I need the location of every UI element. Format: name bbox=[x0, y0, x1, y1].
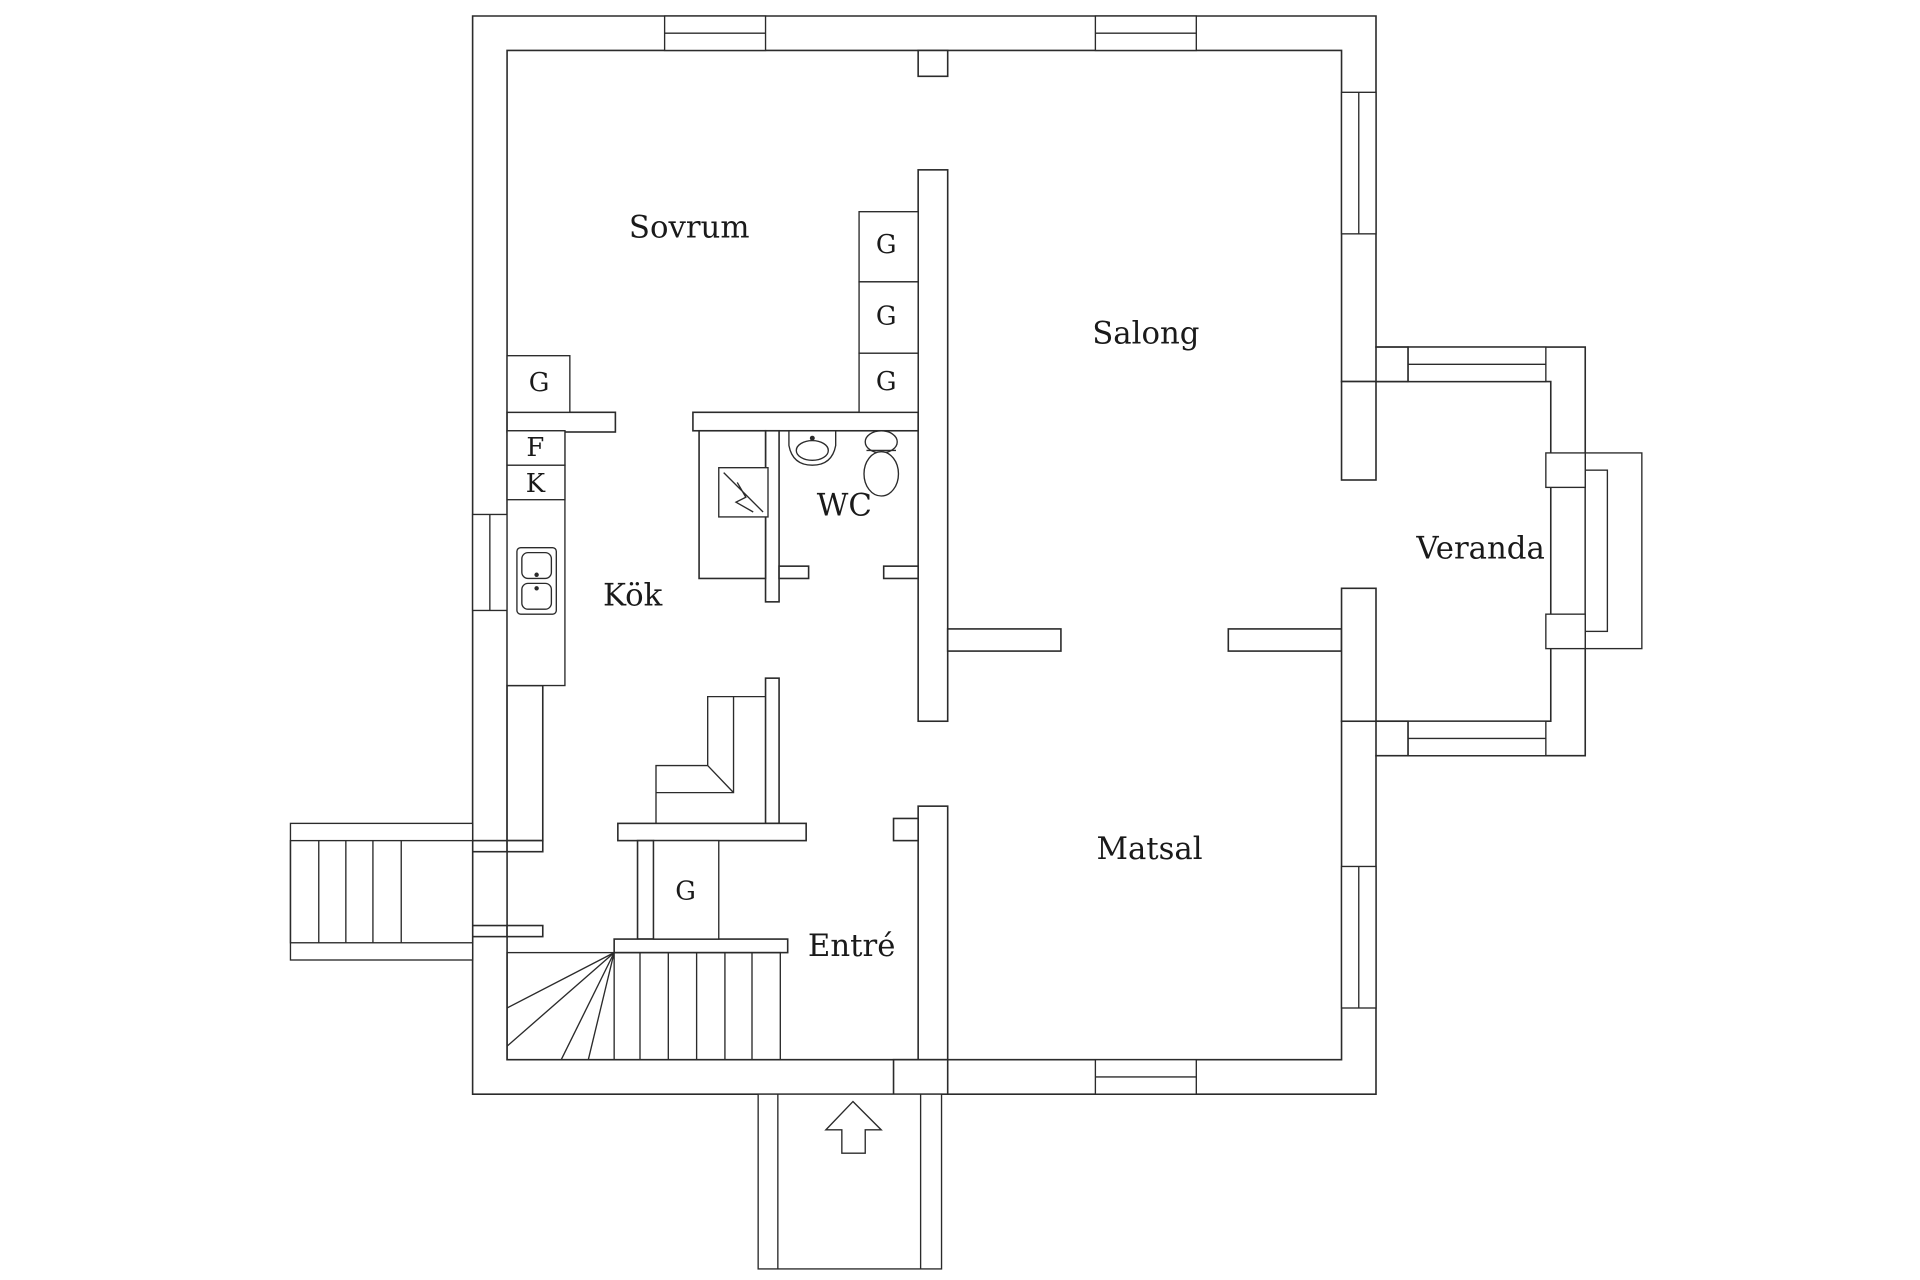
windows bbox=[471, 15, 1547, 1095]
heater-icon bbox=[718, 467, 769, 518]
washbasin-icon bbox=[788, 430, 837, 466]
veranda-bay-window bbox=[1545, 452, 1643, 650]
room-label-matsal: Matsal bbox=[1096, 831, 1202, 867]
wardrobe-label: G bbox=[675, 876, 696, 906]
west-steps bbox=[289, 822, 474, 961]
room-label-salong: Salong bbox=[1092, 315, 1199, 351]
wardrobes bbox=[506, 211, 919, 940]
wardrobe-label: G bbox=[529, 368, 550, 398]
interior-walls bbox=[471, 49, 1409, 1095]
room-label-wc: WC bbox=[817, 488, 872, 524]
entrance-arrow-icon bbox=[824, 1100, 883, 1154]
fridge-label: K bbox=[526, 469, 546, 499]
room-label-sovrum: Sovrum bbox=[629, 209, 750, 245]
room-label-kok: Kök bbox=[603, 577, 663, 613]
room-label-veranda: Veranda bbox=[1415, 531, 1544, 567]
main-staircase bbox=[506, 951, 781, 1061]
wardrobe-label: G bbox=[876, 302, 897, 332]
freezer-label: F bbox=[526, 433, 544, 463]
room-label-entre: Entré bbox=[808, 928, 896, 964]
stair-partial bbox=[655, 695, 766, 824]
sink-icon bbox=[516, 547, 557, 615]
toilet-icon bbox=[863, 430, 900, 497]
wardrobe-label: G bbox=[876, 367, 897, 397]
wardrobe-label: G bbox=[876, 230, 897, 260]
